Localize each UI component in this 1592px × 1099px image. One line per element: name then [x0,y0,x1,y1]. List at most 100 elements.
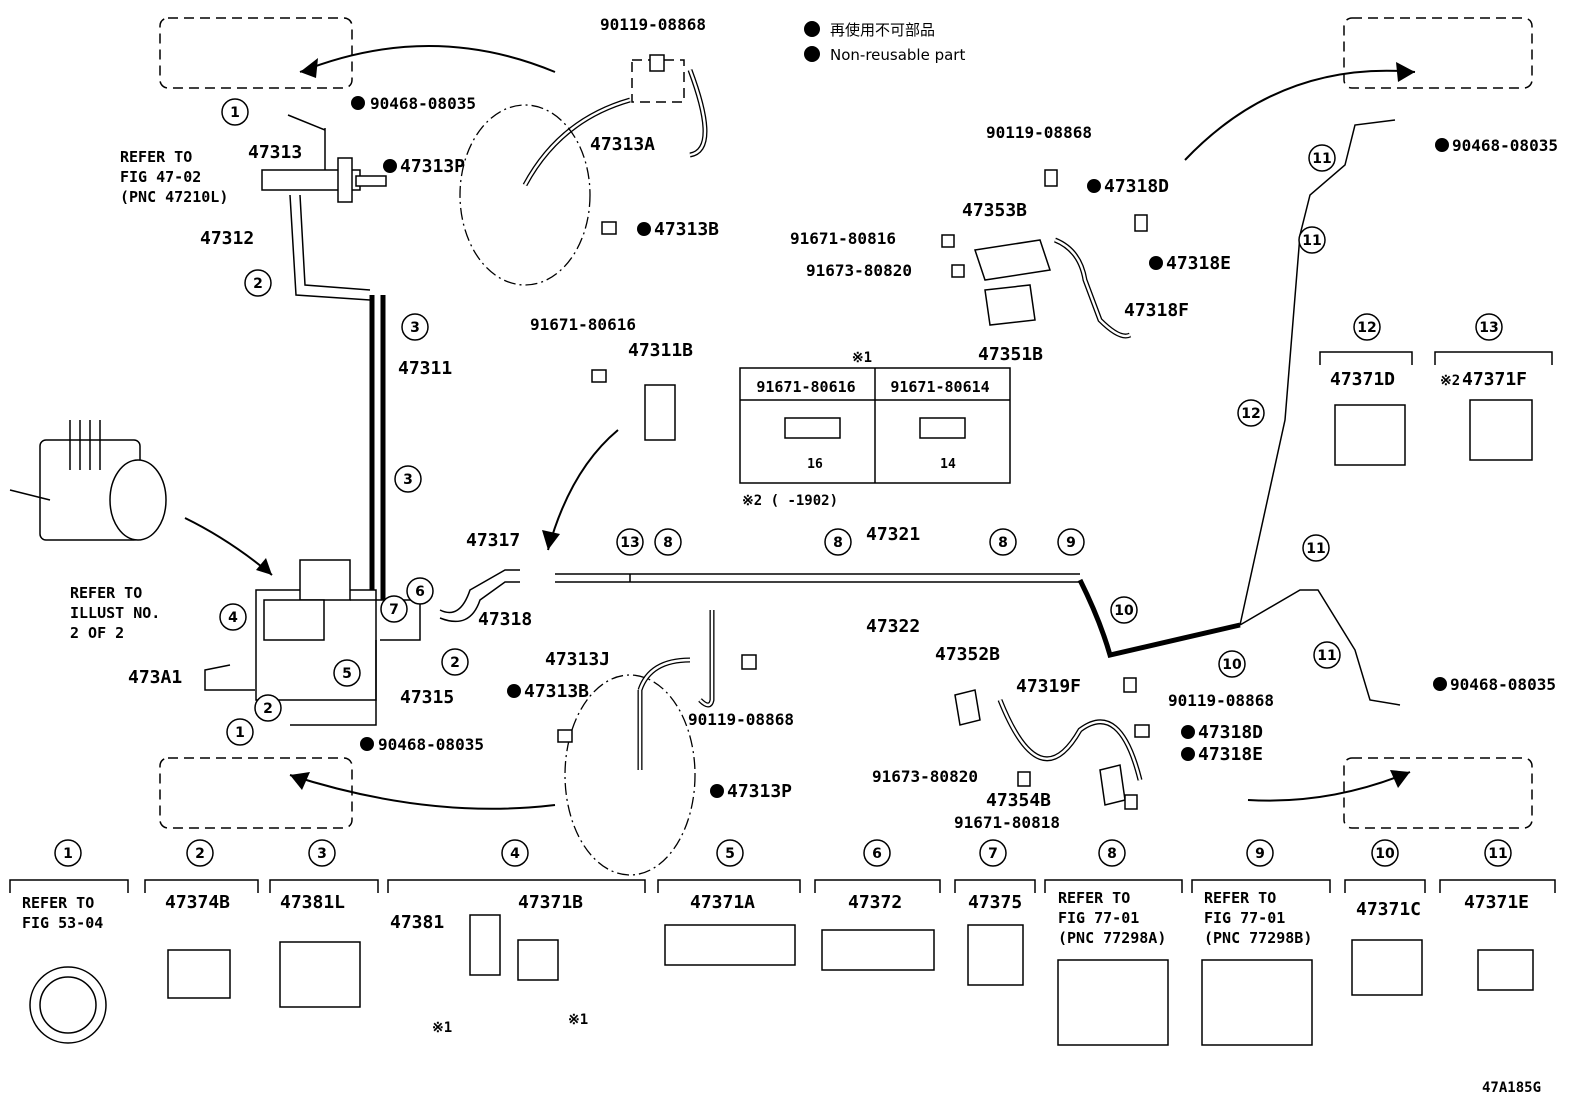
refer-53-line2: FIG 53-04 [22,914,103,932]
bolt-icon [591,369,607,383]
note-star1-col1: 91671-80616 [756,378,855,396]
label-91671-80616: 91671-80616 [530,315,636,334]
label-90468-08035-br: 90468-08035 [1450,675,1556,694]
refer-53-line1: REFER TO [22,894,94,912]
callout-number: 8 [833,535,843,551]
label-47352B: 47352B [935,644,1000,665]
clip-legend-row: REFER TO FIG 53-04 47374B 47381L 47381 4… [9,351,1556,1046]
refer-77b-line1: REFER TO [1204,889,1276,907]
clip-47371C-icon [1351,939,1423,996]
arrowhead-icon [256,558,272,575]
label-90119-08868-top: 90119-08868 [600,15,706,34]
label-47372: 47372 [848,892,902,913]
callout-circle [441,648,469,676]
label-47353B: 47353B [962,200,1027,221]
note-star1-title: ※1 [852,350,872,366]
non-reusable-dot-icon [1433,677,1447,691]
bolt-icon [1134,724,1150,738]
refer-77a-line3: (PNC 77298A) [1058,929,1166,947]
clip-47371B-icon [517,939,559,981]
arrowhead-icon [300,58,318,78]
callout-circle [1308,144,1336,172]
bracket-47352B [954,689,981,726]
label-91673-80820-bot: 91673-80820 [872,767,978,786]
detail-circle-bottom [564,674,696,876]
callout-number: 1 [63,846,73,862]
label-47313B-bot: 47313B [524,681,589,702]
bracket-47351B [984,284,1036,326]
label-47322: 47322 [866,616,920,637]
figure-code: 47A185G [1482,1080,1541,1096]
bracket-47381-icon [469,914,501,976]
refer-77b-line3: (PNC 77298B) [1204,929,1312,947]
callout-number: 2 [450,655,460,671]
callout-circle [616,528,644,556]
label-star2: ※2 [1440,373,1460,389]
refer-illust-line1: REFER TO [70,584,142,602]
callout-number: 2 [253,276,263,292]
label-90119-08868-mid: 90119-08868 [688,710,794,729]
callout-circle [654,528,682,556]
refer-fig47-line2: FIG 47-02 [120,168,201,186]
label-47371D: 47371D [1330,369,1395,390]
callout-circle [1313,641,1341,669]
callout-circle [1110,596,1138,624]
callout-circle [824,528,852,556]
non-reusable-dot-icon [1435,138,1449,152]
callout-circle [1237,399,1265,427]
callout-number: 2 [195,846,205,862]
callout-circle [1298,226,1326,254]
brake-line-47318 [439,581,520,623]
part-labels: 90119-08868 90468-08035 47313 47313P 473… [128,15,1558,1096]
callout-circle [716,839,744,867]
callout-number: 8 [998,535,1008,551]
brake-line-47312 [299,194,371,291]
label-47371A: 47371A [690,892,755,913]
label-47318E-bot: 47318E [1198,744,1263,765]
callout-number: 8 [663,535,673,551]
callout-number: 11 [1488,846,1507,862]
arrowhead-icon [1390,770,1410,788]
bolts [557,54,1150,810]
callout-circle [254,694,282,722]
callout-number: 11 [1302,233,1321,249]
clip-47375-icon [967,924,1024,986]
callout-number: 10 [1375,846,1395,862]
callout-number: 3 [317,846,327,862]
bracket-47353B [974,239,1051,281]
dashed-boxes [159,17,1533,829]
dashed-box-top-left [159,17,353,89]
label-47317: 47317 [466,530,520,551]
callout-circle [1302,534,1330,562]
label-47351B: 47351B [978,344,1043,365]
clip-77298B-icon [1201,959,1313,1046]
label-47313: 47313 [248,142,302,163]
non-reusable-dot-icon [1087,179,1101,193]
label-47318: 47318 [478,609,532,630]
label-47313B-top: 47313B [654,219,719,240]
callout-circle [244,269,272,297]
clip-77298A-icon [1057,959,1169,1046]
brake-line-473A1 [204,664,255,691]
bolt-icon [1123,677,1137,693]
curved-arrow-bottom-right [1247,771,1411,802]
label-47313J: 47313J [545,649,610,670]
callout-number: 8 [1107,846,1117,862]
callout-number: 4 [228,610,238,626]
non-reusable-dot-icon [383,159,397,173]
label-91673-80820-top: 91673-80820 [806,261,912,280]
dashed-box-bottom-left [159,757,353,829]
non-reusable-dot-icon [637,222,651,236]
label-47311: 47311 [398,358,452,379]
label-47321: 47321 [866,524,920,545]
callout-number: 11 [1306,541,1325,557]
callout-number: 2 [263,701,273,717]
label-90119-08868-br: 90119-08868 [1168,691,1274,710]
arrow-actuator [184,517,273,576]
legend-line-1: 再使用不可部品 [830,21,935,39]
label-47371F: 47371F [1462,369,1527,390]
label-47319F: 47319F [1016,676,1081,697]
callout-number: 3 [403,472,413,488]
label-91671-80818: 91671-80818 [954,813,1060,832]
brake-line-47312-b [289,194,371,301]
